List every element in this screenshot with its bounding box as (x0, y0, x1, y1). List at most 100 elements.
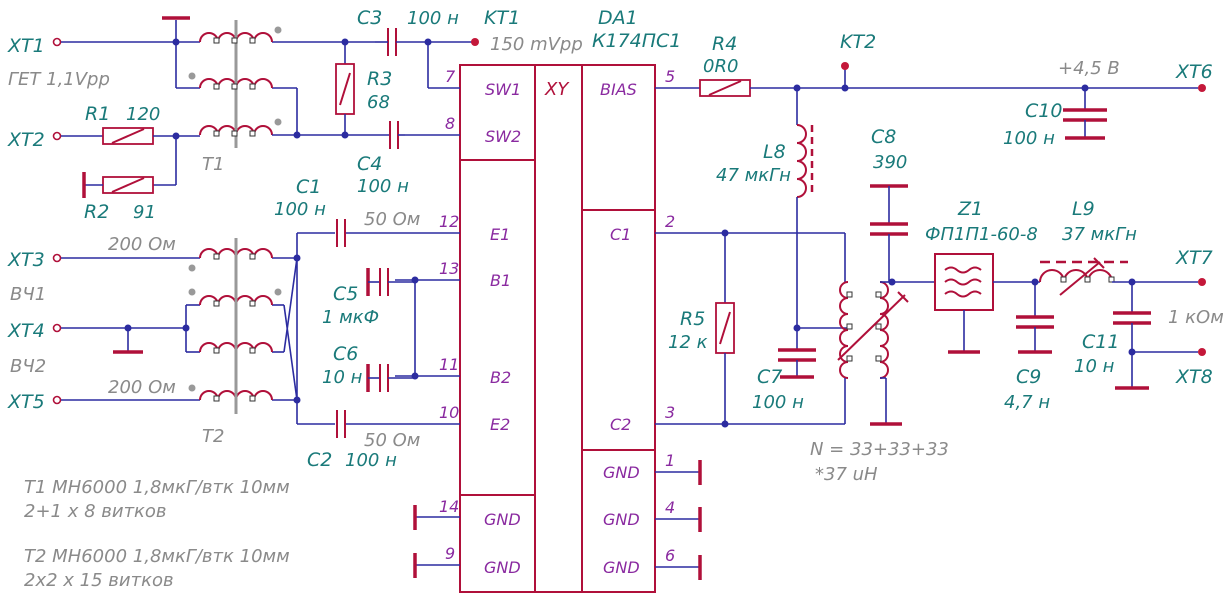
winding-note: N = 33+33+33 (810, 439, 949, 460)
pin-6: 6 (665, 546, 675, 565)
pin-8: 8 (445, 114, 455, 133)
xt1-label: XT1 (7, 35, 45, 57)
t2-transformer (188, 238, 282, 414)
pin-2: 2 (665, 212, 675, 231)
r2-value: 91 (133, 202, 156, 223)
r3-label: R3 (367, 68, 392, 90)
ic-sig-sw1: SW1 (485, 80, 521, 99)
l8-label: L8 (763, 141, 786, 163)
ic-sig-gnd6: GND (603, 558, 640, 577)
ic-sig-bias: BIAS (600, 80, 637, 99)
r3-value: 68 (367, 92, 390, 113)
xt2-label: XT2 (7, 129, 45, 151)
z1-filter (934, 253, 1040, 354)
pin-14: 14 (439, 497, 459, 516)
xt3-xt4-xt5-wiring (52, 232, 335, 425)
t1-note-line2: 2+1 x 8 витков (24, 501, 167, 522)
ic-ref: DA1 (598, 7, 638, 29)
pin-13: 13 (439, 259, 459, 278)
xt4-label: XT4 (7, 320, 45, 342)
ohm200-top: 200 Ом (108, 234, 176, 255)
c3-c4-caps (375, 28, 479, 149)
t1-transformer (188, 20, 282, 148)
c9-l9-c11-outputs (1016, 257, 1206, 390)
pin-3: 3 (665, 403, 675, 422)
c6-value: 10 н (322, 367, 363, 388)
ic-sig-gnd1: GND (603, 463, 640, 482)
c5-value: 1 мкФ (322, 307, 379, 328)
kt2-label: KT2 (840, 31, 876, 53)
ohm200-bot: 200 Ом (108, 377, 176, 398)
pin-7: 7 (445, 67, 456, 86)
xt8-label: XT8 (1175, 366, 1213, 388)
ic-sig-gnd14: GND (484, 510, 521, 529)
get-note: ГЕТ 1,1Vpp (8, 69, 110, 90)
c10-label: C10 (1025, 100, 1062, 122)
c11-label: C11 (1082, 331, 1119, 353)
ic-xy-label: XY (544, 79, 570, 100)
c3-label: C3 (357, 7, 382, 29)
c1-c2-caps (336, 219, 346, 438)
c4-value: 100 н (357, 176, 409, 197)
t2-note-line1: T2 MH6000 1,8мкГ/втк 10мм (24, 546, 290, 567)
ic-gnd-bars (413, 460, 702, 580)
c2-value: 100 н (345, 450, 397, 471)
xt3-label: XT3 (7, 249, 45, 271)
z1-label: Z1 (957, 198, 983, 220)
ic-sig-c1: C1 (610, 225, 631, 244)
c6-label: C6 (333, 343, 358, 365)
vch1-label: ВЧ1 (10, 284, 46, 305)
pin-10: 10 (439, 403, 459, 422)
l9-label: L9 (1072, 198, 1095, 220)
t1-note-line1: T1 MH6000 1,8мкГ/втк 10мм (24, 477, 290, 498)
ic-sig-b2: B2 (490, 368, 511, 387)
pin-5: 5 (665, 67, 675, 86)
pin-9: 9 (445, 544, 455, 563)
l9-value: 37 мкГн (1062, 224, 1137, 245)
r5-value: 12 к (668, 332, 708, 353)
c8-label: C8 (871, 126, 896, 148)
c1-label: C1 (296, 176, 321, 198)
c7-value: 100 н (752, 392, 804, 413)
c7-label: C7 (757, 366, 782, 388)
xt1-wiring (52, 16, 375, 135)
xt6-label: XT6 (1175, 61, 1213, 83)
ic-sig-gnd4: GND (603, 510, 640, 529)
vch2-label: ВЧ2 (10, 356, 46, 377)
pin-4: 4 (665, 498, 675, 517)
c5-c6-caps (366, 268, 419, 392)
z1-value: ФП1П1-60-8 (925, 224, 1038, 245)
xt5-label: XT5 (7, 391, 45, 413)
pin-11: 11 (439, 355, 459, 374)
pin-1: 1 (665, 451, 675, 470)
c5-label: C5 (333, 283, 358, 305)
load-label: 1 кОм (1168, 307, 1223, 328)
kt1-level: 150 mVpp (490, 34, 583, 55)
ic-sig-b1: B1 (490, 271, 511, 290)
ic-da1 (459, 64, 656, 593)
r1-label: R1 (85, 103, 110, 125)
r3-resistor (335, 42, 355, 135)
ic-sig-e2: E2 (490, 415, 510, 434)
ic-sig-c2: C2 (610, 415, 631, 434)
c9-label: C9 (1016, 366, 1041, 388)
inductance-note: *37 uH (815, 464, 878, 485)
t1-label: T1 (202, 154, 224, 175)
supply-label: +4,5 В (1058, 58, 1120, 79)
r5-label: R5 (680, 308, 705, 330)
c11-value: 10 н (1074, 356, 1115, 377)
l8-c7 (778, 88, 848, 379)
r5-resistor (715, 229, 735, 428)
kt1-label: KT1 (484, 7, 520, 29)
ohm50-bot: 50 Ом (364, 430, 420, 451)
ic-part: К174ПС1 (592, 30, 681, 52)
xt7-label: XT7 (1175, 247, 1213, 269)
c8-value: 390 (873, 152, 907, 173)
c1-value: 100 н (274, 199, 326, 220)
xt2-r1-r2 (52, 127, 390, 198)
r4-supply-rail (699, 62, 1206, 140)
l8-value: 47 мкГн (716, 165, 791, 186)
ohm50-top: 50 Ом (364, 209, 420, 230)
t2-note-line2: 2x2 x 15 витков (24, 570, 174, 591)
